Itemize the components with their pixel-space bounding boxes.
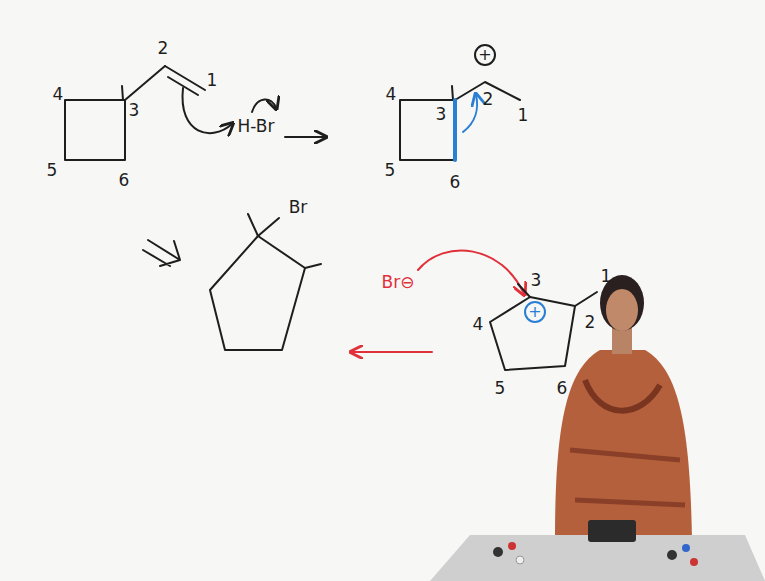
methyl-bond — [575, 292, 597, 306]
methyl-bond — [518, 284, 530, 297]
cyclobutane-ring — [65, 100, 125, 160]
dress-pattern — [585, 380, 660, 411]
atom-number: 5 — [47, 162, 58, 179]
atom-number: 4 — [473, 316, 484, 333]
atom-number: 2 — [158, 40, 169, 57]
atom-number: 5 — [385, 162, 396, 179]
curved-arrow — [252, 99, 276, 112]
model-atom — [690, 558, 698, 566]
reaction-arrow — [285, 136, 325, 138]
charge-sign: + — [478, 47, 491, 63]
atom-number: 6 — [119, 172, 130, 189]
reagent: H-Br — [238, 118, 275, 135]
atom-number: 4 — [386, 86, 397, 103]
substituent: Br — [289, 199, 308, 216]
model-atom — [516, 556, 524, 564]
overall-arrow — [143, 240, 180, 266]
atom-number: 3 — [436, 106, 447, 123]
charge-circle — [475, 45, 495, 65]
curved-arrow — [183, 88, 232, 133]
presenter-body — [555, 350, 692, 540]
methyl-bond — [452, 86, 453, 100]
methyl-bond — [122, 86, 123, 100]
reaction-arrow — [352, 351, 432, 353]
model-atom — [682, 544, 690, 552]
cyclopentane-ring — [210, 236, 305, 350]
atom-number: 5 — [495, 380, 506, 397]
bromide-ion: Br⊖ — [382, 274, 415, 291]
methyl-bond — [305, 264, 321, 268]
model-atom — [667, 550, 677, 560]
presenter-face — [606, 289, 638, 331]
atom-number: 6 — [450, 174, 461, 191]
atom-number: 3 — [129, 102, 140, 119]
atom-number: 1 — [207, 72, 218, 89]
tablet — [588, 520, 636, 542]
charge-circle — [525, 302, 545, 322]
atom-number: 1 — [601, 268, 612, 285]
atom-number: 3 — [531, 272, 542, 289]
cyclobutane-ring — [400, 100, 455, 160]
c-br-bond — [258, 218, 279, 236]
atom-number: 2 — [585, 314, 596, 331]
methyl-bond — [248, 214, 258, 236]
atom-number: 1 — [518, 107, 529, 124]
migrating-bond — [453, 100, 457, 160]
molecule-models — [493, 542, 698, 566]
dress-pattern — [570, 450, 685, 505]
presenter-neck — [612, 328, 632, 354]
double-bond — [165, 66, 205, 95]
atom-number: 2 — [483, 91, 494, 108]
charge-sign: + — [528, 304, 541, 320]
presenter — [555, 275, 692, 540]
atom-number: 6 — [557, 380, 568, 397]
cyclopentyl-cation-ring — [490, 297, 575, 370]
atom-number: 4 — [53, 86, 64, 103]
model-atom — [493, 547, 503, 557]
curved-arrow — [418, 251, 524, 294]
model-atom — [508, 542, 516, 550]
shift-arrow — [463, 95, 477, 132]
single-bond — [125, 66, 165, 100]
